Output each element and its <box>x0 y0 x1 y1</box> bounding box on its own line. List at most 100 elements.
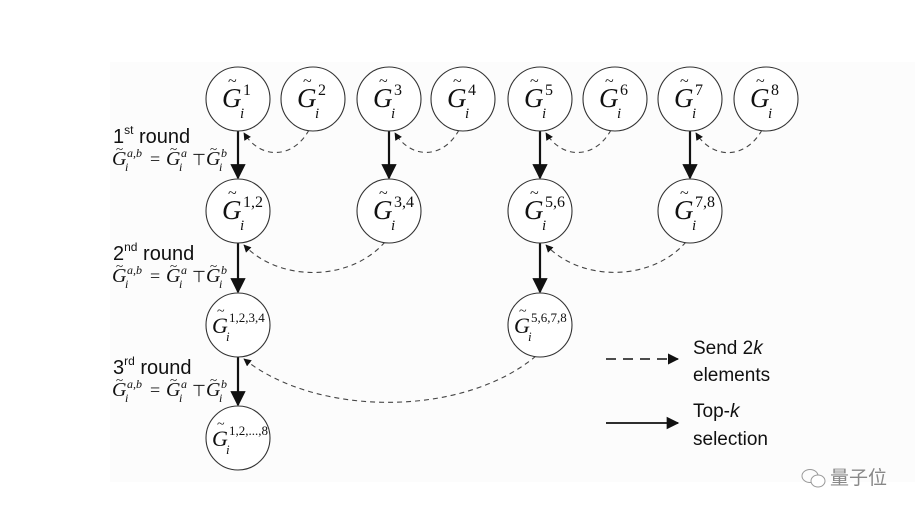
svg-text:⊤: ⊤ <box>192 383 206 400</box>
svg-text:=: = <box>150 380 160 400</box>
edges-layer <box>230 129 763 407</box>
merge-formula: G~a,bi=G~ai⊤G~bi <box>112 372 227 405</box>
node-superscript: 1,2,3,4 <box>229 310 265 325</box>
svg-text:G: G <box>206 148 221 170</box>
node-subscript: i <box>692 218 696 234</box>
svg-text:~: ~ <box>116 258 123 273</box>
svg-text:⊤: ⊤ <box>192 269 206 286</box>
tilde-mark: ~ <box>217 304 225 319</box>
round-title: 1st round <box>113 123 190 148</box>
merge-formula: G~a,bi=G~ai⊤G~bi <box>112 258 227 291</box>
nodes-layer: G~1iG~2iG~3iG~4iG~5iG~6iG~7iG~8iG~1,2iG~… <box>205 66 799 471</box>
node-circle <box>507 178 573 244</box>
node-subscript: i <box>528 329 532 344</box>
tilde-mark: ~ <box>228 73 237 90</box>
node-superscript: 3 <box>394 82 402 99</box>
node-symbol: G <box>514 313 530 338</box>
node-symbol: G <box>222 83 242 113</box>
node-symbol: G <box>524 83 544 113</box>
svg-text:a,b: a,b <box>127 377 142 391</box>
tilde-mark: ~ <box>519 304 527 319</box>
node-subscript: i <box>465 106 469 122</box>
node-n6: G~6i <box>582 66 648 132</box>
node-symbol: G <box>674 83 694 113</box>
round-title: 2nd round <box>113 240 194 265</box>
node-circle <box>205 405 271 471</box>
node-subscript: i <box>391 218 395 234</box>
watermark: 量子位 <box>801 467 887 489</box>
svg-text:G: G <box>166 379 181 401</box>
node-circle <box>280 66 346 132</box>
node-circle <box>205 292 271 358</box>
tilde-mark: ~ <box>453 73 462 90</box>
svg-text:G: G <box>166 265 181 287</box>
node-superscript: 1,2 <box>243 194 263 211</box>
node-circle <box>657 178 723 244</box>
node-n3: G~3i <box>356 66 422 132</box>
svg-text:a,b: a,b <box>127 263 142 277</box>
node-superscript: 5 <box>545 82 553 99</box>
node-symbol: G <box>674 195 694 225</box>
svg-text:G: G <box>166 148 181 170</box>
wechat-icon <box>801 469 826 488</box>
tilde-mark: ~ <box>530 73 539 90</box>
tilde-mark: ~ <box>379 73 388 90</box>
node-symbol: G <box>212 313 228 338</box>
node-superscript: 5,6 <box>545 194 565 211</box>
node-symbol: G <box>750 83 770 113</box>
svg-text:a,b: a,b <box>127 146 142 160</box>
svg-text:i: i <box>125 277 128 291</box>
node-subscript: i <box>315 106 319 122</box>
tilde-mark: ~ <box>379 185 388 202</box>
svg-text:a: a <box>181 146 187 160</box>
node-symbol: G <box>373 195 393 225</box>
node-superscript: 5,6,7,8 <box>531 310 567 325</box>
watermark-text: 量子位 <box>830 467 887 489</box>
node-symbol: G <box>599 83 619 113</box>
svg-text:G: G <box>112 265 127 287</box>
legend-solid-label-2: selection <box>693 429 768 450</box>
tilde-mark: ~ <box>680 185 689 202</box>
node-circle <box>205 178 271 244</box>
svg-text:i: i <box>179 391 182 405</box>
legend-dashed-label-2: elements <box>693 365 770 386</box>
node-n4: G~4i <box>430 66 496 132</box>
svg-text:~: ~ <box>116 141 123 156</box>
svg-text:=: = <box>150 149 160 169</box>
tilde-mark: ~ <box>303 73 312 90</box>
node-subscript: i <box>226 329 230 344</box>
node-subscript: i <box>240 106 244 122</box>
tilde-mark: ~ <box>530 185 539 202</box>
svg-text:~: ~ <box>116 372 123 387</box>
svg-text:=: = <box>150 266 160 286</box>
svg-text:i: i <box>179 160 182 174</box>
svg-text:~: ~ <box>210 258 217 273</box>
svg-text:i: i <box>219 391 222 405</box>
node-circle <box>205 66 271 132</box>
send-arrow-n5678-to-n1234 <box>243 355 537 403</box>
node-symbol: G <box>373 83 393 113</box>
node-n7: G~7i <box>657 66 723 132</box>
node-symbol: G <box>222 195 242 225</box>
node-subscript: i <box>542 106 546 122</box>
node-n8: G~8i <box>733 66 799 132</box>
svg-text:G: G <box>112 379 127 401</box>
node-subscript: i <box>617 106 621 122</box>
node-n1: G~1i <box>205 66 271 132</box>
svg-text:~: ~ <box>210 141 217 156</box>
svg-text:i: i <box>125 391 128 405</box>
node-circle <box>657 66 723 132</box>
send-arrow-n34-to-n12 <box>243 241 386 274</box>
round-title: 3rd round <box>113 354 192 379</box>
legend: Send 2k elements Top-k selection <box>606 338 770 450</box>
svg-text:b: b <box>221 263 227 277</box>
node-superscript: 1,2,...,8 <box>229 423 268 438</box>
node-superscript: 3,4 <box>394 194 414 211</box>
node-n12: G~1,2i <box>205 178 271 244</box>
node-subscript: i <box>542 218 546 234</box>
node-n1to8: G~1,2,...,8i <box>205 405 271 471</box>
